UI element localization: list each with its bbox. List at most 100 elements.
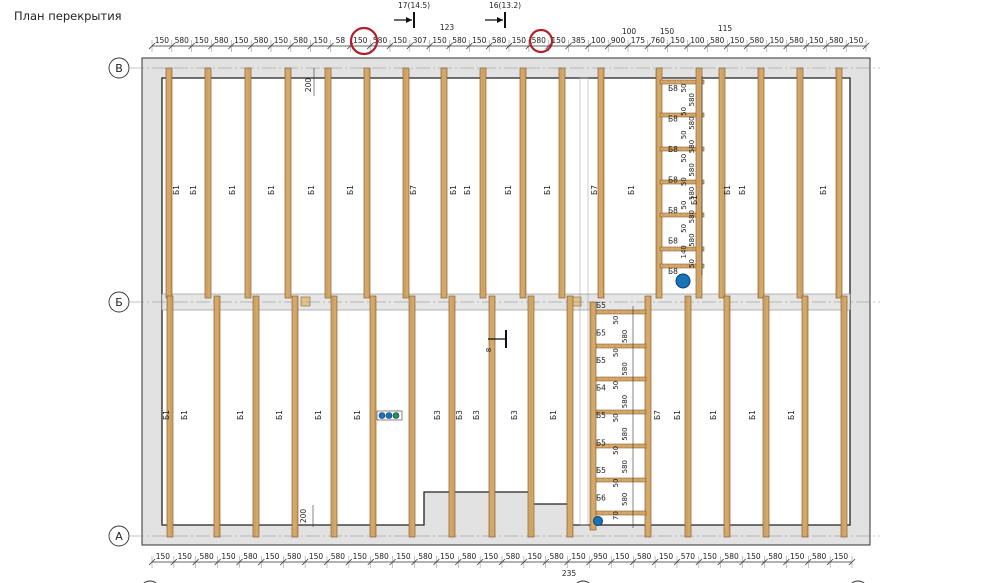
beam xyxy=(284,67,292,299)
top-dimension-text: 150 xyxy=(432,36,447,45)
top-dimension-text: 580 xyxy=(829,36,844,45)
beam-label: Б7 xyxy=(409,185,418,195)
stair-dimension-text: 50 xyxy=(680,84,688,93)
beam-label: Б1 xyxy=(267,185,276,195)
stair-header-beam xyxy=(695,67,703,299)
beam xyxy=(324,67,332,299)
beam xyxy=(684,295,692,538)
pipe-riser xyxy=(378,412,386,419)
top-dimension-text: 150 xyxy=(809,36,824,45)
beam-label: Б1 xyxy=(236,410,245,420)
bottom-dimension-text: 580 xyxy=(418,552,433,561)
beam-label: Б3 xyxy=(455,410,464,420)
beam xyxy=(330,295,338,538)
beam-label: Б7 xyxy=(590,185,599,195)
top-dimension-text: 900 xyxy=(611,36,626,45)
section-marker-17: 17(14.5) xyxy=(394,1,430,28)
column-square xyxy=(300,296,311,307)
beam-label: Б1 xyxy=(787,410,796,420)
stair-header-beam xyxy=(589,301,597,531)
stair-dimension-text: 50 xyxy=(680,201,688,210)
beam-label: Б8 xyxy=(668,176,678,185)
pipe-riser xyxy=(385,412,393,419)
axis-bubble-circle xyxy=(108,291,130,313)
dimension-text: 115 xyxy=(718,24,733,33)
beam-label: Б1 xyxy=(449,185,458,195)
beam xyxy=(440,67,448,299)
axis-bubble-label: А xyxy=(115,530,123,543)
beam xyxy=(448,295,456,538)
top-dimension-text: 175 xyxy=(631,36,646,45)
top-dimension-text: 580 xyxy=(175,36,190,45)
top-dimension-text: 150 xyxy=(551,36,566,45)
axis-bubble-a: А xyxy=(108,525,130,547)
beam xyxy=(527,295,535,538)
beam-label: Б1 xyxy=(275,410,284,420)
bottom-dimension-text: 150 xyxy=(440,552,455,561)
top-dimension-text: 58 xyxy=(336,36,346,45)
stair-dimension-text: 580 xyxy=(688,233,696,246)
beam xyxy=(840,295,848,538)
stair-dimension-text: 580 xyxy=(621,493,629,506)
beam-label: Б1 xyxy=(314,410,323,420)
beam xyxy=(369,295,377,538)
stair-dimension-text: 50 xyxy=(680,177,688,186)
trimmer-beam xyxy=(659,263,705,269)
trimmer-beam xyxy=(659,112,705,118)
stair-dimension-text: 580 xyxy=(621,330,629,343)
beam-label: Б1 xyxy=(738,185,747,195)
bottom-dimension-text: 150 xyxy=(746,552,761,561)
stair-dimension-text: 580 xyxy=(688,116,696,129)
stair-dimension-text: 50 xyxy=(612,413,620,422)
beam xyxy=(796,67,804,299)
beams-layer xyxy=(165,67,848,538)
beam-label: Б1 xyxy=(180,410,189,420)
beam-label: Б1 xyxy=(723,185,732,195)
beam xyxy=(566,295,574,538)
plan-title: План перекрытия xyxy=(14,9,122,23)
beam xyxy=(723,295,731,538)
top-dimension-text: 150 xyxy=(849,36,864,45)
trimmer-beam xyxy=(591,343,647,349)
beam xyxy=(801,295,809,538)
beam-label: Б3 xyxy=(433,410,442,420)
top-dimension-text: 150 xyxy=(730,36,745,45)
bottom-dimension-text: 150 xyxy=(703,552,718,561)
bottom-dimension-text: 150 xyxy=(484,552,499,561)
beam-label: Б8 xyxy=(668,206,678,215)
beam xyxy=(644,295,652,538)
trimmer-beam xyxy=(591,376,647,382)
top-dimension-text: 150 xyxy=(393,36,408,45)
beam xyxy=(762,295,770,538)
stair-dimension-text: 580 xyxy=(621,362,629,375)
beam-label: Б1 xyxy=(228,185,237,195)
bottom-dimension-text: 570 xyxy=(681,552,696,561)
top-dimension-text: 580 xyxy=(373,36,388,45)
stair-dimension-text: 580 xyxy=(688,93,696,106)
highlight-circle xyxy=(349,26,379,56)
beam-label: Б8 xyxy=(668,84,678,93)
local-dimension-text: 200 xyxy=(299,509,308,524)
top-dimension-text: 760 xyxy=(651,36,666,45)
beam-label: Б3 xyxy=(510,410,519,420)
section-arrow-head xyxy=(497,17,503,23)
beam-label: Б6 xyxy=(596,494,606,503)
beam-label: Б1 xyxy=(504,185,513,195)
top-dimension-text: 150 xyxy=(512,36,527,45)
top-dimension-text: 580 xyxy=(789,36,804,45)
beam-label: Б1 xyxy=(690,195,699,205)
beam-label: Б1 xyxy=(543,185,552,195)
beam-label: Б5 xyxy=(596,329,606,338)
stair-dimension-text: 50 xyxy=(680,224,688,233)
top-dimension-text: 385 xyxy=(571,36,586,45)
bottom-dimension-text: 150 xyxy=(790,552,805,561)
beam-label: Б8 xyxy=(668,115,678,124)
top-dimension-text: 150 xyxy=(234,36,249,45)
stair-dimension-text: 580 xyxy=(688,210,696,223)
beam-label: Б1 xyxy=(748,410,757,420)
bottom-dimension-text: 580 xyxy=(243,552,258,561)
beam-label: Б1 xyxy=(346,185,355,195)
beam-label: Б1 xyxy=(189,185,198,195)
top-dimension-text: 580 xyxy=(532,36,547,45)
stair-dimension-text: 50 xyxy=(612,446,620,455)
